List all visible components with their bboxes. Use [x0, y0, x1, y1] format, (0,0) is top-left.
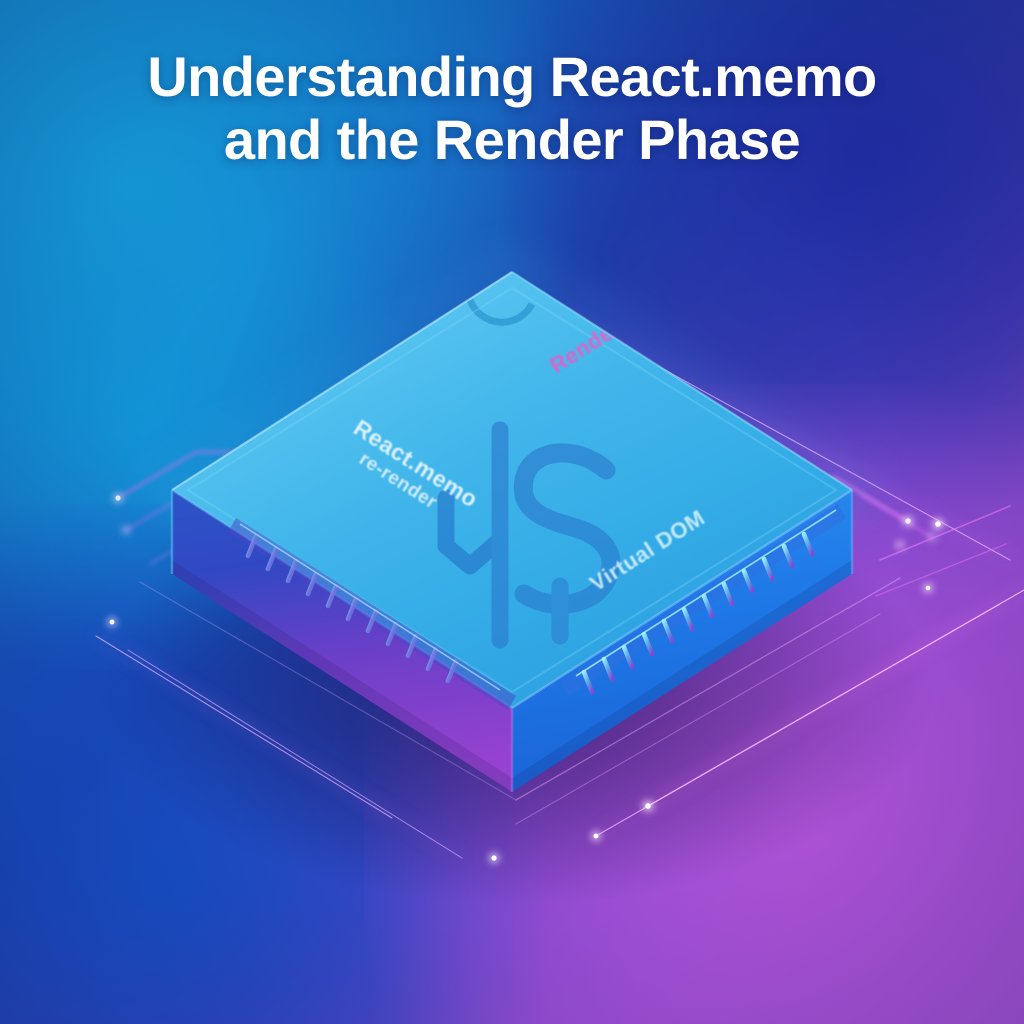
trace-rails-bottom	[139, 577, 901, 825]
circuit-traces-foreground	[94, 505, 1024, 863]
pin-row-south-east	[560, 504, 846, 696]
js-monogram-icon	[437, 421, 621, 649]
title-line-2: and the Render Phase	[223, 107, 801, 171]
trace-group-lower-left	[94, 617, 499, 863]
poster-title: Understanding React.memo and the Render …	[0, 45, 1024, 171]
trace-endpoints-right	[875, 505, 1011, 597]
trace-group-lower-right	[591, 588, 1024, 841]
chip-left-face	[172, 490, 512, 792]
chip-body: React.memo re-render Render Phase Virtua…	[148, 256, 876, 792]
title-line-1: Understanding React.memo	[147, 45, 877, 108]
pin-row-south-west	[228, 518, 516, 710]
